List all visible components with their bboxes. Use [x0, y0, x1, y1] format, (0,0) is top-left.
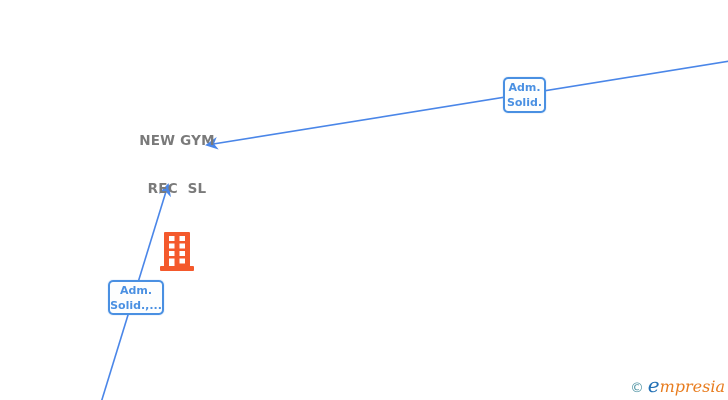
building-icon	[117, 232, 237, 272]
edge-label-line2: Solid.	[506, 96, 543, 109]
edge-label-line2: Solid.,...	[110, 298, 162, 312]
edge-label-adm-solid-top[interactable]: Adm. Solid.	[503, 77, 546, 113]
edge-label-adm-solid-bottom[interactable]: Adm. Solid.,...	[108, 280, 164, 315]
company-name: NEW GYM REC SL	[117, 101, 237, 229]
edge-label-line1: Adm.	[119, 283, 153, 297]
empresia-watermark[interactable]: © empresia	[630, 373, 725, 397]
edge-label-line1: Adm.	[508, 81, 541, 94]
company-name-line1: NEW GYM	[139, 133, 215, 149]
copyright-icon: ©	[630, 380, 644, 396]
brand-rest: mpresia	[659, 377, 725, 396]
edge-line-top-right	[205, 60, 728, 150]
company-node[interactable]: NEW GYM REC SL	[117, 101, 237, 272]
brand-logo-text: empresia	[648, 373, 725, 397]
company-name-line2: REC SL	[147, 181, 207, 197]
brand-initial: e	[647, 373, 660, 397]
